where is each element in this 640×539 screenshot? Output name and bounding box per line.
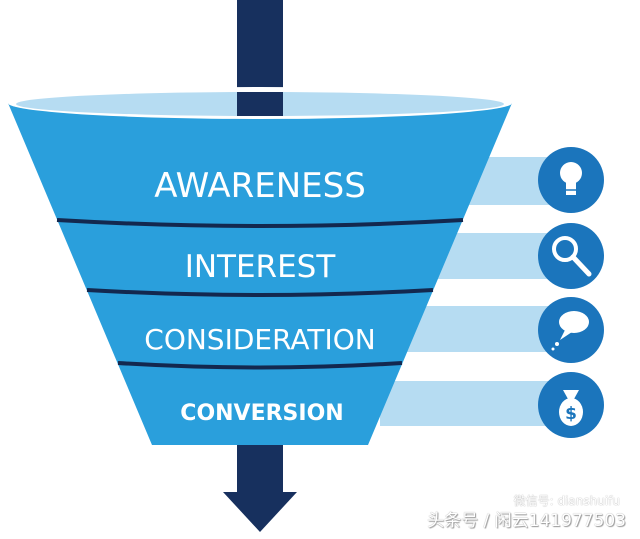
funnel-body bbox=[8, 103, 512, 445]
stage-label-interest: INTEREST bbox=[185, 249, 337, 285]
stage-divider bbox=[56, 218, 464, 228]
stage-label-awareness: AWARENESS bbox=[154, 166, 366, 206]
arrow-shaft-inside bbox=[237, 92, 283, 116]
svg-text:$: $ bbox=[565, 404, 577, 424]
arrow-head-down bbox=[223, 492, 297, 532]
stage-label-conversion: CONVERSION bbox=[180, 401, 343, 426]
stage-divider bbox=[86, 288, 434, 297]
speech-bubble-icon bbox=[538, 297, 604, 363]
lightbulb-icon bbox=[538, 147, 604, 213]
stage-divider bbox=[117, 361, 403, 370]
stage-label-consideration: CONSIDERATION bbox=[144, 323, 375, 356]
arrow-shaft-bottom bbox=[237, 445, 283, 495]
money-bag-icon: $ bbox=[538, 372, 604, 438]
stage-bar-conversion bbox=[380, 381, 550, 426]
watermark-toutiao: 头条号 / 闲云141977503 bbox=[427, 511, 626, 531]
stage-bar-consideration bbox=[400, 306, 550, 352]
watermark-wechat: 微信号: dianshuifu bbox=[513, 494, 620, 508]
magnifier-icon bbox=[538, 223, 604, 289]
